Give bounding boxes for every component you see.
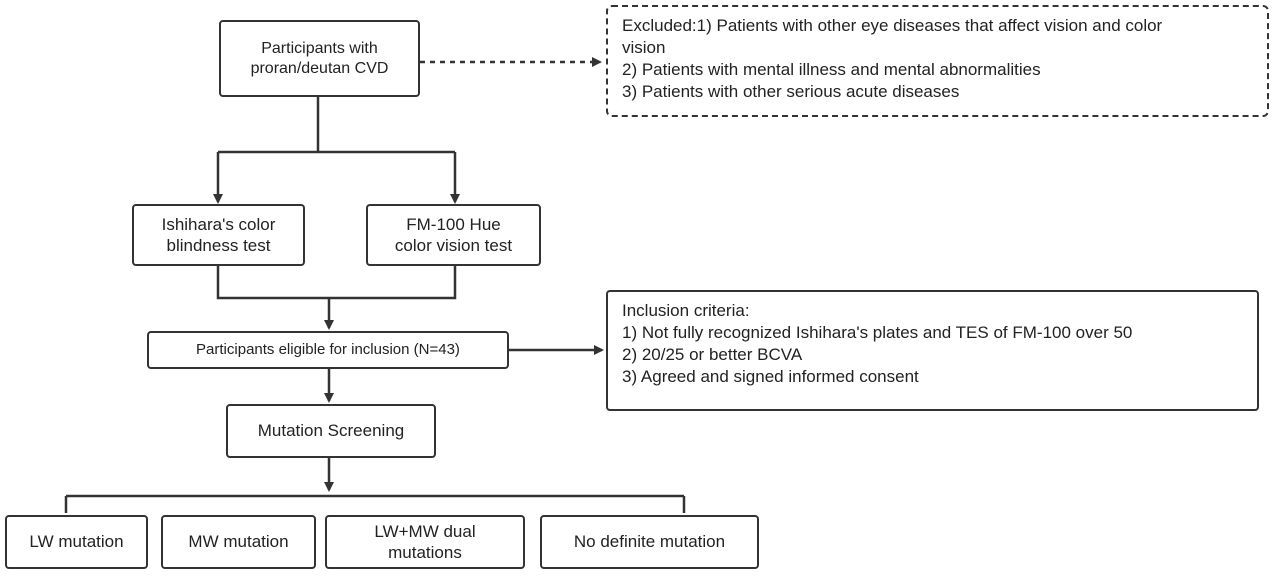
outcome-lw-mutation-box: LW mutation xyxy=(5,515,148,569)
fm100-line1: FM-100 Hue xyxy=(406,214,501,234)
connector-ishihara-merge xyxy=(216,266,457,300)
mutation-screening-box: Mutation Screening xyxy=(226,404,436,458)
ishihara-line2: blindness test xyxy=(166,236,271,255)
exclusion-line-1: Excluded:1) Patients with other eye dise… xyxy=(622,16,1163,35)
outcome-mw-label: MW mutation xyxy=(188,532,289,552)
inclusion-line-1: Inclusion criteria: xyxy=(622,301,750,320)
participants-line2: proran/deutan CVD xyxy=(250,59,389,77)
exclusion-line-4: 3) Patients with other serious acute dis… xyxy=(622,82,960,101)
ishihara-test-box: Ishihara's color blindness test xyxy=(132,204,305,266)
outcome-dual-mutations-box: LW+MW dual mutations xyxy=(325,515,525,569)
exclusion-line-3: 2) Patients with mental illness and ment… xyxy=(622,60,1041,79)
inclusion-line-4: 3) Agreed and signed informed consent xyxy=(622,367,919,386)
fm100-line2: color vision test xyxy=(394,236,513,255)
outcome-dual-line1: LW+MW dual xyxy=(374,521,476,541)
fm100-test-box: FM-100 Hue color vision test xyxy=(366,204,541,266)
outcome-mw-mutation-box: MW mutation xyxy=(161,515,316,569)
outcome-none-label: No definite mutation xyxy=(573,532,726,552)
inclusion-criteria-box: Inclusion criteria: 1) Not fully recogni… xyxy=(606,290,1259,411)
participants-line1: Participants with xyxy=(261,39,378,57)
ishihara-line1: Ishihara's color xyxy=(161,214,276,234)
exclusion-line-2: vision xyxy=(622,38,666,57)
eligible-participants-box: Participants eligible for inclusion (N=4… xyxy=(147,331,509,369)
mutation-screening-label: Mutation Screening xyxy=(257,421,405,441)
participants-box: Participants with proran/deutan CVD xyxy=(219,20,420,97)
exclusion-criteria-box: Excluded:1) Patients with other eye dise… xyxy=(606,5,1269,117)
outcome-no-mutation-box: No definite mutation xyxy=(540,515,759,569)
outcome-lw-label: LW mutation xyxy=(29,532,124,552)
inclusion-line-3: 2) 20/25 or better BCVA xyxy=(622,345,803,364)
eligible-label: Participants eligible for inclusion (N=4… xyxy=(196,340,460,358)
inclusion-line-2: 1) Not fully recognized Ishihara's plate… xyxy=(622,323,1133,342)
outcome-dual-line2: mutations xyxy=(388,543,462,562)
